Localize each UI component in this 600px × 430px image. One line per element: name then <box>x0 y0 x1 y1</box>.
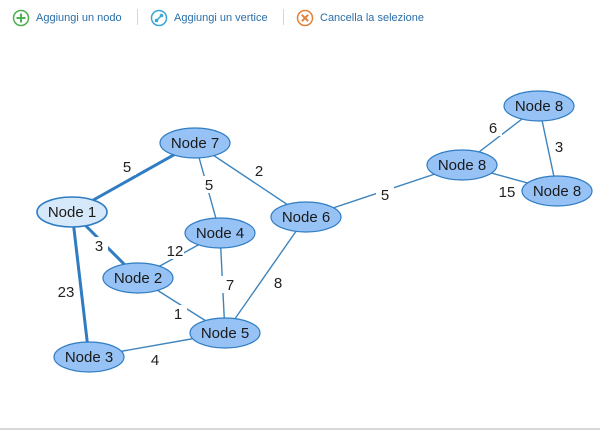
node-label: Node 6 <box>282 209 330 226</box>
edge-weight-label: 3 <box>95 238 103 255</box>
edge-weight-label: 7 <box>226 277 234 294</box>
edge-n6-n5[interactable] <box>224 216 307 334</box>
node-label: Node 7 <box>171 135 219 152</box>
node-shape[interactable] <box>53 341 125 373</box>
edge-weight-label: 12 <box>167 243 184 260</box>
node-label: Node 1 <box>48 204 96 221</box>
edge-label-background <box>376 186 394 203</box>
add-icon <box>12 9 30 27</box>
graph-node-n8c[interactable]: Node 8 <box>521 175 593 207</box>
graph-toolbar: Aggiungi un nodo Aggiungi un vertice Can… <box>0 0 600 36</box>
edge-weight-label: 2 <box>255 163 263 180</box>
edge-label-background <box>166 242 184 259</box>
nodes-layer: Node 1 Node 2 Node 3 Node 4 Node 5 Node 6 Node… <box>36 90 593 373</box>
delete-icon <box>296 9 314 27</box>
edge-label-background <box>269 274 287 291</box>
node-shape[interactable] <box>159 127 231 159</box>
node-shape[interactable] <box>189 317 261 349</box>
canvas-bottom-border <box>0 428 600 430</box>
edge-label-background <box>550 138 568 155</box>
graph-node-n7[interactable]: Node 7 <box>159 127 231 159</box>
node-label: Node 4 <box>196 225 244 242</box>
edge-weight-label: 15 <box>499 184 516 201</box>
node-shape[interactable] <box>426 149 498 181</box>
graph-node-n5[interactable]: Node 5 <box>189 317 261 349</box>
edge-weight-label: 8 <box>274 275 282 292</box>
edge-weight-label: 5 <box>205 177 213 194</box>
edge-label-background <box>200 176 218 193</box>
edge-weight-label: 5 <box>381 187 389 204</box>
edge-label-background <box>250 162 268 179</box>
edge-weight-label: 1 <box>174 306 182 323</box>
edge-label-background <box>118 158 136 175</box>
node-shape[interactable] <box>184 217 256 249</box>
node-label: Node 5 <box>201 325 249 342</box>
edge-label-background <box>498 183 516 200</box>
node-shape[interactable] <box>36 196 108 228</box>
edge-label-background <box>57 283 75 300</box>
edge-weight-label: 23 <box>58 284 75 301</box>
graph-node-n2[interactable]: Node 2 <box>102 262 174 294</box>
node-shape[interactable] <box>102 262 174 294</box>
edge-label-background <box>146 351 164 368</box>
edge-weight-label: 4 <box>151 352 159 369</box>
toolbar-separator <box>283 9 284 25</box>
node-label: Node 2 <box>114 270 162 287</box>
node-label: Node 8 <box>515 98 563 115</box>
node-label: Node 8 <box>438 157 486 174</box>
connect-icon <box>150 9 168 27</box>
edge-weight-label: 6 <box>489 120 497 137</box>
edge-weight-label: 3 <box>555 139 563 156</box>
graph-node-n8a[interactable]: Node 8 <box>426 149 498 181</box>
add-edge-label: Aggiungi un vertice <box>174 12 268 24</box>
graph-node-n6[interactable]: Node 6 <box>270 201 342 233</box>
edge-label-background <box>90 237 108 254</box>
edge-weight-label: 5 <box>123 159 131 176</box>
delete-selection-label: Cancella la selezione <box>320 12 424 24</box>
node-label: Node 3 <box>65 349 113 366</box>
edge-n1-n3[interactable] <box>70 211 91 358</box>
add-edge-button[interactable]: Aggiungi un vertice <box>150 8 268 28</box>
edge-label-background <box>484 119 502 136</box>
delete-selection-button[interactable]: Cancella la selezione <box>296 8 424 28</box>
add-node-label: Aggiungi un nodo <box>36 12 122 24</box>
edge-label-background <box>221 276 239 293</box>
node-shape[interactable] <box>270 201 342 233</box>
edge-label-background <box>169 305 187 322</box>
add-node-button[interactable]: Aggiungi un nodo <box>12 8 122 28</box>
graph-node-n8b[interactable]: Node 8 <box>503 90 575 122</box>
node-shape[interactable] <box>521 175 593 207</box>
edges-layer: 5 3 23 12 1 4 5 2 7 8 5 6 3 15 <box>57 105 568 369</box>
graph-node-n3[interactable]: Node 3 <box>53 341 125 373</box>
graph-node-n1[interactable]: Node 1 <box>36 196 108 228</box>
node-shape[interactable] <box>503 90 575 122</box>
node-label: Node 8 <box>533 183 581 200</box>
toolbar-separator <box>137 9 138 25</box>
graph-node-n4[interactable]: Node 4 <box>184 217 256 249</box>
